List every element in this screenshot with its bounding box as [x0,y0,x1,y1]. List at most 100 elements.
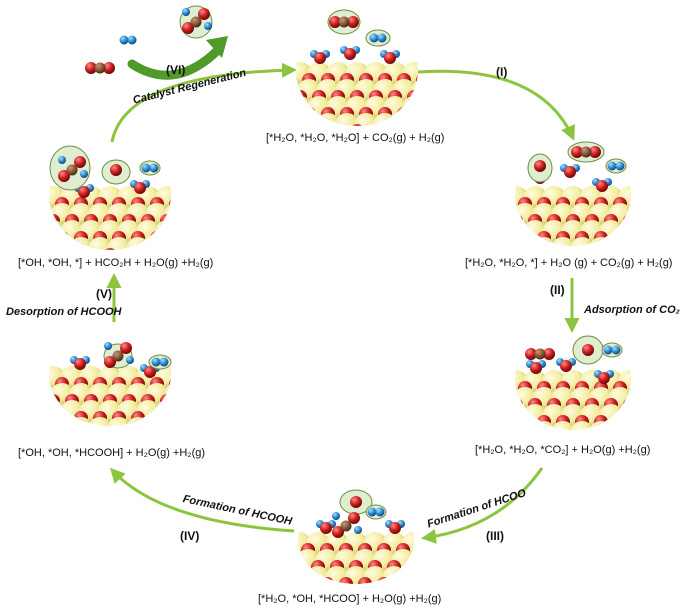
oxygen-atom [296,90,307,104]
oxygen-atom [642,398,656,412]
surface-atom [174,400,198,424]
oxygen-atom [49,197,50,211]
surface-atom [637,404,661,428]
state-label-left-lower: [*OH, *OH, *HCOOH] + H₂O(g) +H₂(g) [18,447,206,459]
surface-atom [402,96,418,120]
oxygen-atom [49,377,50,391]
surface-atom [22,220,46,244]
oxygen-atom [651,415,665,429]
oxygen-atom [198,8,210,20]
oxygen-atom [396,577,410,584]
oxygen-atom [407,90,418,104]
hydrogen-atom [151,357,161,367]
cycle-arrows [106,36,580,544]
surface-atom [637,220,661,244]
oxygen-atom [85,62,97,74]
surface-atom [637,186,661,210]
state-label-left-upper: [*OH, *OH, *] + HCO₂H + H₂O(g) +H₂(g) [18,257,214,269]
surface-atom [485,220,509,244]
oxygen-atom [397,107,411,121]
surface-atom [69,417,93,426]
hydrogen-atom [58,156,66,164]
process-adsorption-co2: Adsorption of CO₂ [584,304,680,316]
oxygen-atom [350,496,362,508]
oxygen-atom [182,22,194,34]
oxygen-atom [384,52,396,64]
oxygen-atom [74,358,86,370]
oxygen-atom [320,522,332,534]
arrow-regeneration [110,62,297,143]
oxygen-atom [344,48,356,60]
step-label-vi: (VI) [166,63,186,77]
surface-atom [183,383,207,407]
oxygen-atom [110,164,122,176]
carbon-atom [338,16,350,28]
surface-atom [164,203,171,227]
state-label-right-upper: [*H₂O, *H₂O, *] + H₂O (g) + CO₂(g) + H₂(… [465,257,673,269]
surface-atom [421,62,445,86]
step-label-i: (I) [496,65,508,79]
catalyst-slab [485,370,665,430]
arrow-step-iii [421,467,544,544]
oxygen-atom [582,344,594,356]
oxygen-atom [415,543,429,557]
surface-atom [145,417,169,426]
oxygen-atom [320,577,334,584]
state-label-right-lower: [*H₂O, *H₂O, *CO₂] + H₂O(g) +H₂(g) [475,444,651,456]
oxygen-atom [651,197,665,211]
oxygen-atom [596,180,608,192]
hydrogen-atom [369,33,379,43]
oxygen-atom [282,577,296,591]
hydrogen-atom [354,526,362,534]
oxygen-atom [377,577,391,584]
carbon-atom [580,146,592,158]
surface-atom [88,417,112,426]
surface-atom [618,404,631,428]
catalyst-slab [22,186,207,250]
surface-atom [485,370,509,394]
oxygen-atom [55,231,69,245]
oxygen-atom [122,428,136,442]
surface-atom [183,203,207,227]
oxygen-atom [58,170,70,182]
surface-atom [515,404,528,428]
oxygen-atom [27,214,41,228]
surface-atom [589,421,613,430]
oxygen-atom [298,560,306,574]
oxygen-atom [434,577,448,591]
surface-atom [551,421,575,430]
oxygen-atom [499,197,513,211]
surface-atom [50,417,74,426]
oxygen-atom [274,90,288,104]
surface-atom [298,566,311,584]
process-desorption-hcooh: Desorption of HCOOH [6,306,122,318]
oxygen-atom [84,428,98,442]
oxygen-atom [515,214,523,228]
state-label-bottom: [*H₂O, *OH, *HCOO] + H₂O(g) +H₂(g) [258,593,442,605]
surface-atom [646,203,670,227]
state-label-top: [*H₂O, *H₂O, *H₂O] + CO₂(g) + H₂(g) [266,132,445,144]
surface-atom [354,113,378,126]
surface-atom [269,96,293,120]
oxygen-atom [160,394,171,408]
surface-atom [183,417,207,441]
oxygen-atom [296,73,297,87]
step-label-v: (V) [96,287,112,301]
surface-atom [22,400,46,424]
step-label-iii: (III) [486,529,504,543]
hydrogen-atom [159,357,169,367]
oxygen-atom [623,214,631,228]
surface-atom [627,421,631,430]
surface-atom [570,421,594,430]
adsorbates [49,5,627,538]
oxygen-atom [179,214,193,228]
surface-atom [382,566,406,584]
surface-atom [410,549,414,573]
surface-atom [22,366,46,390]
surface-atom [164,383,171,407]
carbon-atom [112,350,124,362]
hydrogen-atom [603,345,613,355]
surface-atom [551,237,575,246]
hydrogen-atom [204,22,212,30]
oxygen-atom [188,197,202,211]
